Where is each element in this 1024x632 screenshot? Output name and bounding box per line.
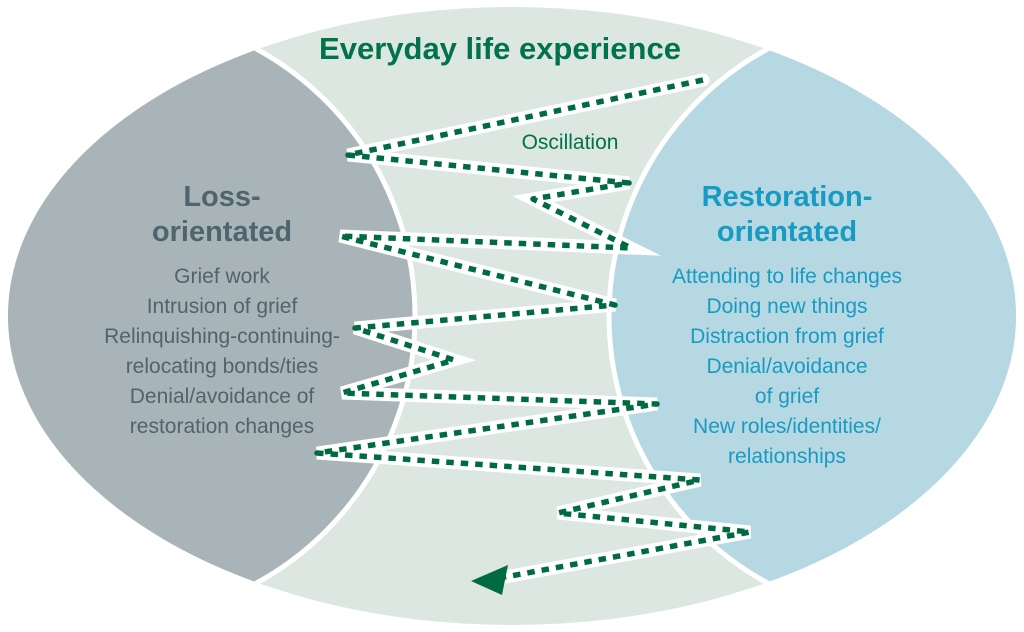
loss-item: restoration changes — [129, 415, 315, 438]
restoration-item: of grief — [754, 385, 820, 408]
loss-items: Grief work Intrusion of grief Relinquish… — [57, 262, 387, 442]
restoration-item: New roles/identities/ — [693, 415, 881, 438]
oscillation-arrowhead-icon — [471, 565, 508, 595]
oscillation-label: Oscillation — [521, 131, 619, 154]
diagram-title: Everyday life experience — [319, 31, 681, 66]
restoration-item: Doing new things — [706, 295, 868, 318]
restoration-heading-line2: orientated — [716, 216, 858, 248]
loss-item: Denial/avoidance of — [129, 385, 315, 408]
loss-item: relocating bonds/ties — [125, 355, 319, 378]
restoration-orientated-section: Restoration- orientated Attending to lif… — [622, 180, 952, 472]
loss-item: Relinquishing-continuing- — [104, 325, 340, 348]
restoration-item: Denial/avoidance — [706, 355, 868, 378]
restoration-item: relationships — [728, 445, 846, 468]
restoration-heading: Restoration- orientated — [622, 180, 952, 250]
restoration-items: Attending to life changes Doing new thin… — [622, 262, 952, 472]
restoration-item: Distraction from grief — [690, 325, 884, 348]
loss-orientated-section: Loss- orientated Grief work Intrusion of… — [57, 180, 387, 442]
restoration-item: Attending to life changes — [672, 265, 902, 288]
loss-item: Grief work — [174, 265, 270, 288]
restoration-heading-line1: Restoration- — [701, 181, 873, 213]
loss-heading-line1: Loss- — [183, 181, 261, 213]
loss-heading-line2: orientated — [151, 216, 293, 248]
loss-item: Intrusion of grief — [146, 295, 298, 318]
loss-heading: Loss- orientated — [57, 180, 387, 250]
oscillation-zigzag-casing — [316, 73, 752, 584]
